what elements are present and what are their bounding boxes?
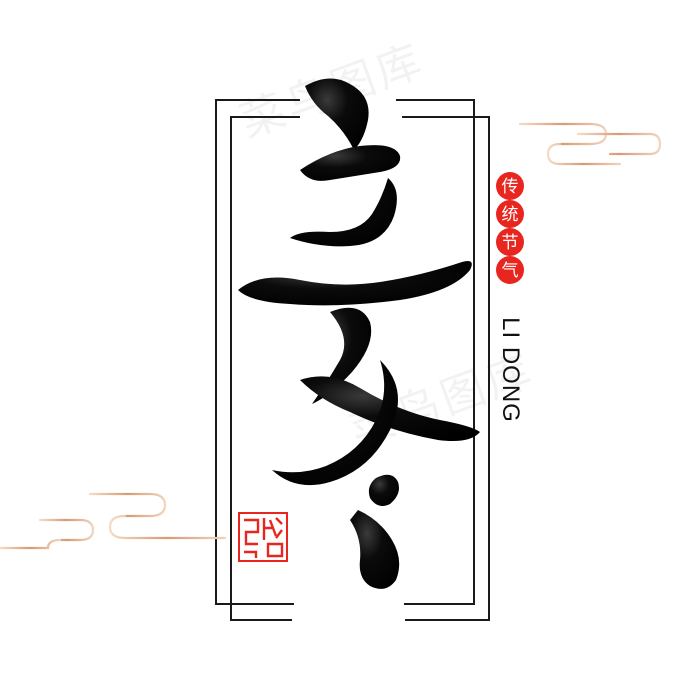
badge-1: [496, 172, 524, 200]
badge-2: [496, 200, 524, 228]
badge-char-4: 气: [502, 261, 519, 281]
calligraphy-lidong: [238, 78, 480, 589]
seal-stamp: [238, 512, 288, 562]
badge-3: [496, 228, 524, 256]
badge-4: [496, 256, 524, 284]
cloud-pattern-left: [0, 478, 227, 550]
stroke-base: [238, 261, 472, 306]
stroke-dot: [305, 78, 369, 150]
badge-char-1: 传: [502, 177, 519, 197]
badge-char-3: 节: [502, 233, 519, 253]
english-title: LI DONG: [497, 317, 524, 423]
badge-char-2: 统: [502, 205, 519, 225]
double-frame: [215, 99, 490, 621]
stroke-dong-4: [368, 474, 399, 506]
stroke-sweep: [290, 178, 397, 247]
stroke-dong-5: [350, 510, 400, 589]
stroke-horizontal: [300, 145, 401, 181]
stroke-dong-3: [272, 360, 398, 486]
stroke-dong-1: [312, 307, 372, 404]
cloud-pattern-right: [494, 111, 662, 166]
inner-frame: [230, 116, 490, 621]
outer-frame: [215, 99, 475, 605]
badge-column: 传 统 节 气: [496, 172, 524, 284]
